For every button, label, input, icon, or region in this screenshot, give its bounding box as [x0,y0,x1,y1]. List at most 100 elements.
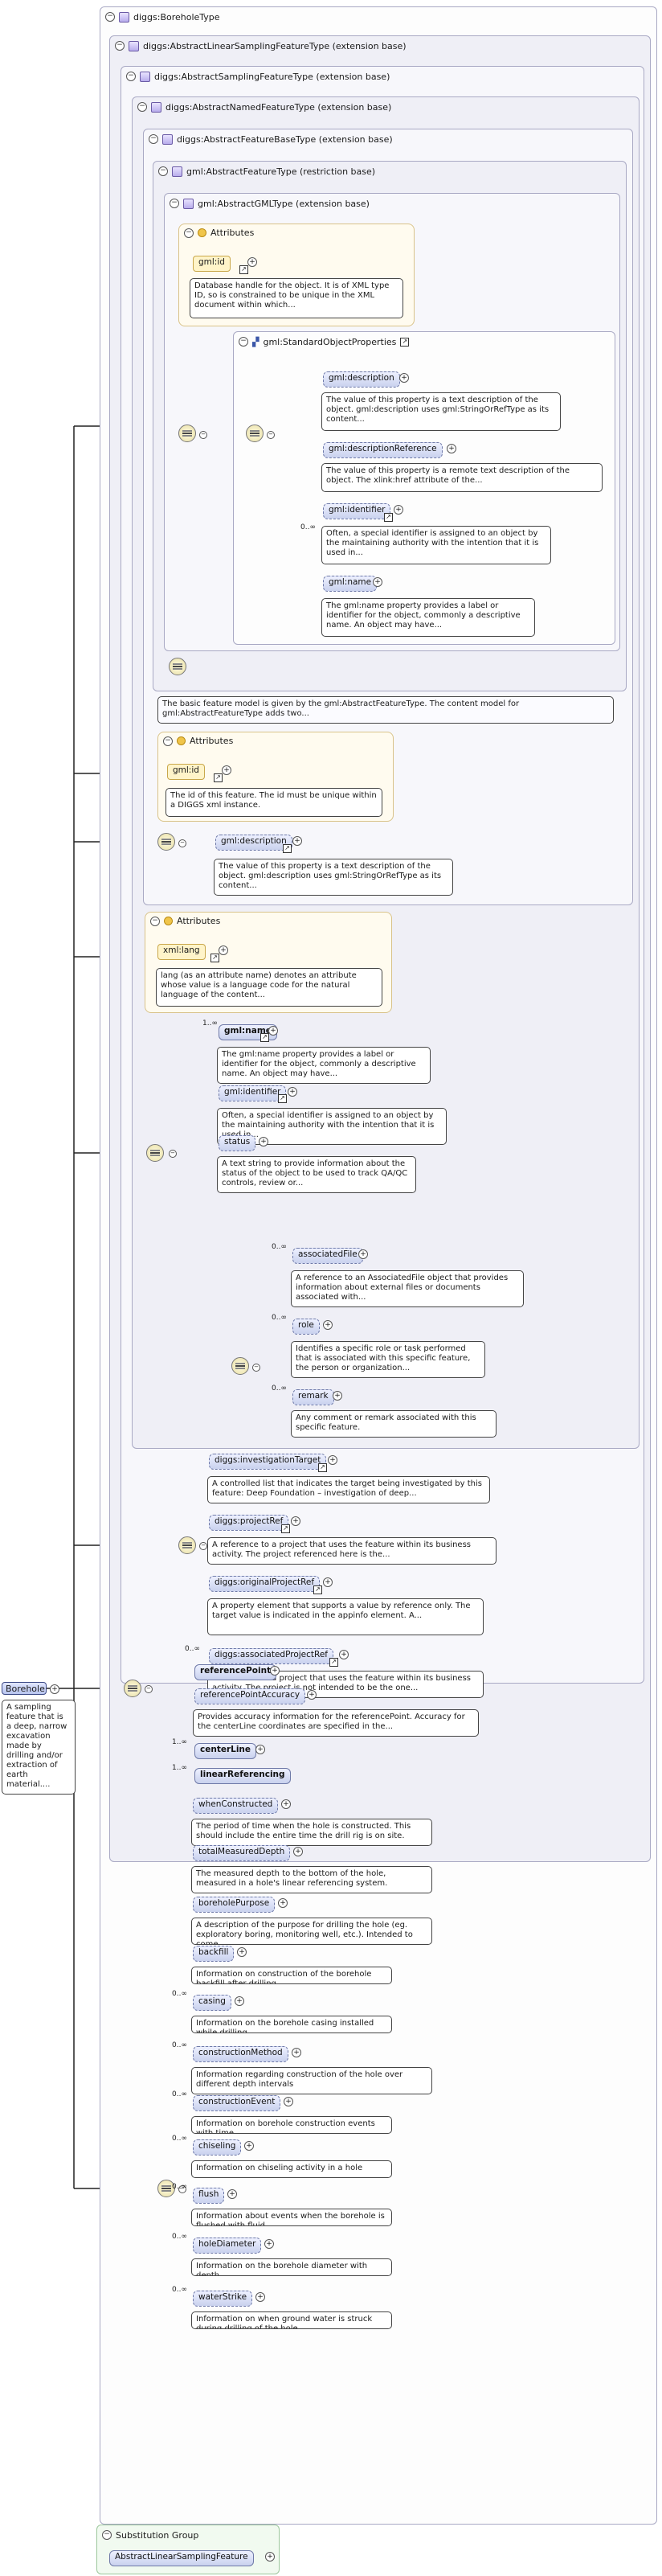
linear-element-linear-referencing[interactable]: linearReferencing [194,1768,291,1784]
collapse-toggle-icon[interactable]: − [126,72,136,81]
std-props-header[interactable]: − ▞ gml:StandardObjectProperties ↗ [239,335,410,348]
named-element-identifier[interactable]: gml:identifier [219,1085,287,1101]
collapse-toggle-icon[interactable]: − [267,431,275,439]
collapse-toggle-icon[interactable]: − [115,41,125,51]
expand-icon[interactable]: + [264,2239,274,2249]
expand-icon[interactable]: + [244,2141,254,2151]
borehole-type-header[interactable]: − diggs:BoreholeType [105,10,220,23]
expand-icon[interactable]: + [323,1577,333,1587]
collapse-toggle-icon[interactable]: − [199,431,207,439]
std-element-name[interactable]: gml:name [323,576,378,592]
expand-icon[interactable]: + [447,444,456,453]
expand-icon[interactable]: + [328,1455,337,1465]
named-header[interactable]: − diggs:AbstractNamedFeatureType (extens… [137,100,391,113]
borehole-element-construction-method[interactable]: constructionMethod [193,2046,288,2062]
expand-icon[interactable]: + [227,2189,237,2199]
linear-element-reference-point[interactable]: referencePoint [194,1664,277,1680]
expand-icon[interactable]: + [255,1745,265,1754]
borehole-element-water-strike[interactable]: waterStrike [193,2291,253,2307]
expand-icon[interactable]: + [235,1996,244,2006]
base-id-attribute[interactable]: gml:id [167,764,205,780]
gml-feature-header[interactable]: − gml:AbstractFeatureType (restriction b… [158,165,375,178]
sampling-element-project-ref[interactable]: diggs:projectRef [209,1515,289,1531]
named-element-role[interactable]: role [292,1319,320,1335]
substitution-group-header[interactable]: − Substitution Group [102,2529,198,2541]
collapse-toggle-icon[interactable]: − [178,2185,186,2193]
std-element-description-reference[interactable]: gml:descriptionReference [323,442,443,458]
collapse-toggle-icon[interactable]: − [105,12,115,22]
expand-icon[interactable]: + [270,1666,280,1676]
borehole-element-hole-diameter[interactable]: holeDiameter [193,2238,262,2254]
expand-icon[interactable]: + [219,945,228,955]
borehole-element-borehole-purpose[interactable]: boreholePurpose [193,1897,276,1913]
collapse-toggle-icon[interactable]: − [102,2530,112,2540]
named-element-associated-file[interactable]: associatedFile [292,1248,363,1264]
collapse-toggle-icon[interactable]: − [170,199,179,208]
borehole-element-flush[interactable]: flush [193,2188,225,2204]
collapse-toggle-icon[interactable]: − [252,1364,260,1372]
xml-lang-attribute[interactable]: xml:lang [157,944,206,960]
gml-id-attribute[interactable]: gml:id [193,256,231,272]
sampling-element-associated-project-ref[interactable]: diggs:associatedProjectRef [209,1648,333,1664]
expand-icon[interactable]: + [247,257,257,267]
expand-icon[interactable]: + [291,1516,300,1526]
collapse-toggle-icon[interactable]: − [239,337,248,347]
named-element-remark[interactable]: remark [292,1389,334,1405]
sampling-element-investigation-target[interactable]: diggs:investigationTarget [209,1454,327,1470]
collapse-toggle-icon[interactable]: − [150,916,160,926]
named-element-status[interactable]: status [219,1135,256,1151]
expand-icon[interactable]: + [265,2552,275,2562]
gml-type-header[interactable]: − gml:AbstractGMLType (extension base) [170,197,370,210]
borehole-element-chiseling[interactable]: chiseling [193,2139,242,2156]
borehole-element-total-measured-depth[interactable]: totalMeasuredDepth [193,1845,291,1861]
expand-icon[interactable]: + [307,1690,317,1700]
expand-icon[interactable]: + [237,1947,247,1957]
sampling-element-original-project-ref[interactable]: diggs:originalProjectRef [209,1576,321,1592]
expand-icon[interactable]: + [281,1799,291,1809]
base-description-element[interactable]: gml:description [215,835,292,851]
expand-icon[interactable]: + [339,1650,349,1659]
collapse-toggle-icon[interactable]: − [169,1150,177,1158]
expand-icon[interactable]: + [50,1684,59,1694]
borehole-element-when-constructed[interactable]: whenConstructed [193,1798,279,1814]
expand-icon[interactable]: + [333,1391,342,1401]
expand-icon[interactable]: + [373,577,382,587]
expand-icon[interactable]: + [394,505,403,515]
attributes-header[interactable]: − Attributes [163,736,233,746]
expand-icon[interactable]: + [399,373,409,383]
expand-icon[interactable]: + [259,1137,268,1146]
borehole-element-construction-event[interactable]: constructionEvent [193,2095,281,2111]
collapse-toggle-icon[interactable]: − [163,736,173,746]
collapse-toggle-icon[interactable]: − [137,102,147,112]
expand-icon[interactable]: + [293,1847,303,1856]
expand-icon[interactable]: + [268,1026,278,1036]
feature-base-header[interactable]: − diggs:AbstractFeatureBaseType (extensi… [149,133,393,146]
borehole-element-backfill[interactable]: backfill [193,1946,235,1962]
std-element-identifier[interactable]: gml:identifier [323,503,391,519]
attributes-header[interactable]: − Attributes [184,228,254,238]
attributes-header[interactable]: − Attributes [150,916,220,926]
expand-icon[interactable]: + [255,2292,265,2302]
expand-icon[interactable]: + [323,1320,333,1330]
collapse-toggle-icon[interactable]: − [178,839,186,847]
collapse-toggle-icon[interactable]: − [149,134,158,144]
expand-icon[interactable]: + [278,1898,288,1908]
std-element-description[interactable]: gml:description [323,371,400,388]
expand-icon[interactable]: + [292,2048,301,2057]
collapse-toggle-icon[interactable]: − [184,228,194,238]
linear-element-center-line[interactable]: centerLine [194,1743,257,1759]
sampling-header[interactable]: − diggs:AbstractSamplingFeatureType (ext… [126,70,390,83]
expand-icon[interactable]: + [288,1087,297,1097]
collapse-toggle-icon[interactable]: − [199,1542,207,1550]
substitution-group-item[interactable]: AbstractLinearSamplingFeature [109,2550,254,2566]
borehole-root-element[interactable]: Borehole [2,1682,47,1695]
linear-sampling-header[interactable]: − diggs:AbstractLinearSamplingFeatureTyp… [115,39,407,52]
collapse-toggle-icon[interactable]: − [145,1685,153,1693]
collapse-toggle-icon[interactable]: − [158,166,168,176]
expand-icon[interactable]: + [284,2097,293,2106]
borehole-element-casing[interactable]: casing [193,1995,231,2011]
linear-element-reference-point-accuracy[interactable]: referencePointAccuracy [194,1688,306,1704]
expand-icon[interactable]: + [222,765,231,775]
expand-icon[interactable]: + [292,836,302,846]
expand-icon[interactable]: + [358,1249,368,1259]
